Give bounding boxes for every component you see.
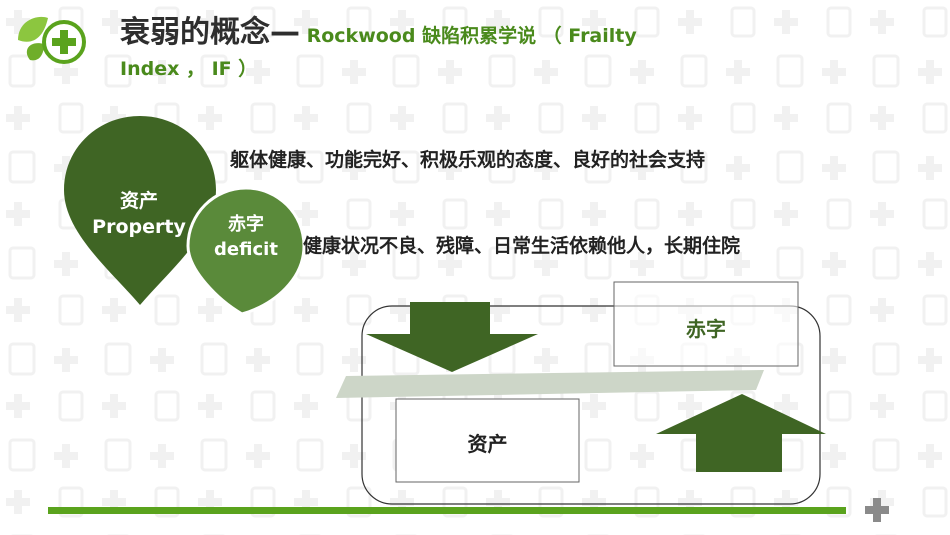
property-box-label: 资产 [467, 432, 508, 456]
deficit-drop-line2: deficit [214, 239, 278, 260]
property-drop-label: 资产 Property [84, 188, 194, 240]
slide-title: 衰弱的概念— Rockwood 缺陷积累学说 （ Frailty Index ，… [120, 15, 720, 81]
property-description: 躯体健康、功能完好、积极乐观的态度、良好的社会支持 [230, 149, 706, 171]
bottom-accent-bar [48, 507, 846, 514]
deficit-drop-line1: 赤字 [228, 214, 264, 235]
property-box [395, 398, 580, 483]
plus-icon [865, 498, 889, 522]
balance-beam [336, 370, 764, 398]
deficit-drop-label: 赤字 deficit [200, 212, 292, 262]
deficit-box [613, 281, 799, 367]
deficit-box-label: 赤字 [686, 317, 726, 341]
up-arrow-icon [656, 394, 826, 472]
leaf-plus-icon [18, 16, 86, 64]
deficit-drop-shape [186, 186, 306, 316]
property-drop-shape [64, 116, 216, 305]
title-sub-line1: Rockwood 缺陷积累学说 （ Frailty [300, 25, 637, 47]
balance-frame [361, 305, 821, 505]
title-sub-line2: Index ， IF ） [120, 58, 258, 80]
title-main: 衰弱的概念— [120, 15, 300, 50]
property-drop-line1: 资产 [119, 190, 158, 212]
down-arrow-icon [366, 302, 538, 372]
deficit-description: 健康状况不良、残障、日常生活依赖他人，长期住院 [303, 235, 741, 257]
property-drop-line2: Property [92, 216, 186, 238]
